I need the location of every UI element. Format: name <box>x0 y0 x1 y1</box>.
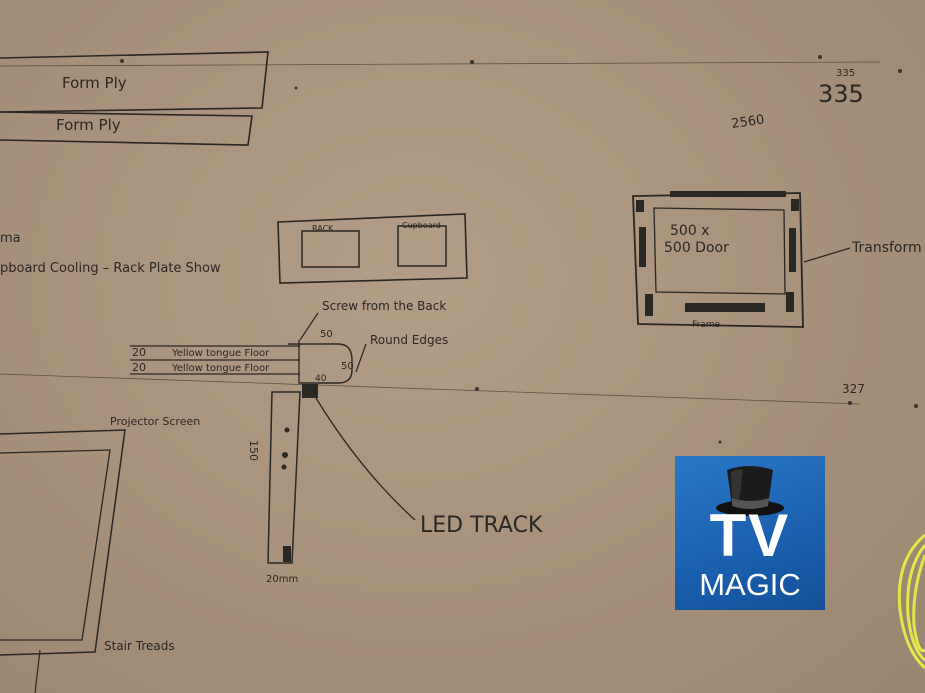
dimension-327: 327 <box>842 382 865 396</box>
left-fragment-text: ma <box>0 231 21 246</box>
guide-line-top <box>0 61 881 67</box>
round-edges-leader <box>355 343 367 373</box>
stair-treads-label: Stair Treads <box>104 639 175 653</box>
projector-screen-stand <box>34 649 41 693</box>
led-track-leader <box>315 397 416 521</box>
round-edge-profile <box>288 343 353 384</box>
dimension-150: 150 <box>247 440 260 461</box>
dimension-40: 40 <box>315 374 327 384</box>
dimension-2560: 2560 <box>730 113 765 132</box>
dimension-335-small: 335 <box>836 68 855 79</box>
dimension-50-top: 50 <box>320 329 333 340</box>
projector-screen-inner <box>0 449 111 641</box>
frame-blocks <box>636 191 799 316</box>
round-edges-label: Round Edges <box>370 333 448 347</box>
form-ply-label-2: Form Ply <box>56 116 121 134</box>
tread-foot-block <box>283 546 291 562</box>
door-frame-inner <box>653 207 786 295</box>
cooling-note: pboard Cooling – Rack Plate Show <box>0 261 221 276</box>
dimension-20mm: 20mm <box>266 574 298 585</box>
led-track-label: LED TRACK <box>420 513 543 538</box>
dimension-50-side: 50 <box>341 361 354 372</box>
form-ply-board-1 <box>0 51 269 113</box>
screw-dots <box>120 55 918 444</box>
screw-leader <box>299 312 319 341</box>
logo-text-magic: MAGIC <box>699 567 801 602</box>
frame-label: Frame <box>692 320 721 330</box>
floor-2-label: Yellow tongue Floor <box>171 363 270 374</box>
tread-marks <box>281 427 290 470</box>
rack-cupboard-panel <box>277 213 468 284</box>
transformer-label: Transform <box>851 240 922 256</box>
dimension-335-large: 335 <box>818 80 864 108</box>
yellow-cable <box>897 533 925 670</box>
form-ply-board-2 <box>0 111 253 146</box>
logo-text-tv: TV <box>709 502 791 569</box>
floor-1-dimension: 20 <box>132 346 146 359</box>
projector-screen-outer <box>0 429 126 656</box>
rack-label: RACK <box>312 224 334 233</box>
tv-magic-logo: TV MAGIC <box>675 456 825 610</box>
floor-2-dimension: 20 <box>132 361 146 374</box>
form-ply-label-1: Form Ply <box>62 74 127 92</box>
projector-screen-label: Projector Screen <box>110 415 200 428</box>
rack-box <box>301 230 360 268</box>
guide-line-middle <box>0 373 861 405</box>
screw-note: Screw from the Back <box>322 299 446 313</box>
transformer-leader <box>803 247 851 263</box>
cupboard-box <box>397 225 447 267</box>
led-channel-block <box>302 384 318 398</box>
floor-1-label: Yellow tongue Floor <box>171 348 270 359</box>
stair-tread-section <box>267 391 301 564</box>
top-hat-icon <box>716 466 784 516</box>
cupboard-label: Cupboard <box>402 221 441 230</box>
